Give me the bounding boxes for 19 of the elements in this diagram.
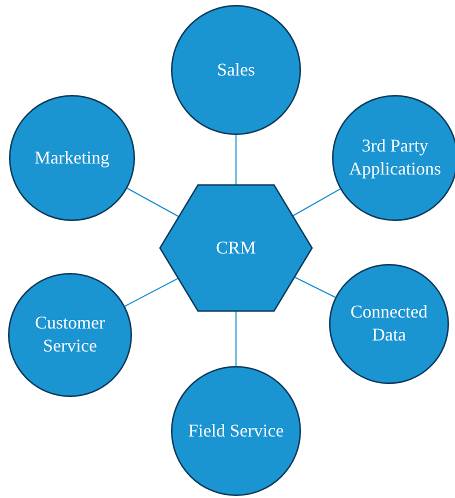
connector-line	[292, 188, 340, 216]
connector-line	[294, 276, 336, 298]
circle-node	[171, 366, 301, 496]
circle-node	[8, 273, 132, 397]
circle-node	[9, 95, 135, 221]
node-label: Customer Service	[34, 312, 106, 358]
connector-line	[124, 278, 179, 307]
node-label: 3rd Party Applications	[348, 134, 442, 181]
node-label: CRM	[214, 236, 258, 260]
connector-line	[235, 135, 237, 185]
connector-line	[126, 188, 180, 218]
node-label: Marketing	[34, 146, 110, 170]
circle-node	[171, 5, 301, 135]
hexagon-node	[160, 185, 312, 311]
node-label: Field Service	[187, 419, 285, 442]
circle-node	[329, 264, 449, 384]
connector-line	[235, 311, 237, 366]
node-label: Sales	[216, 58, 256, 82]
node-label: Connected Data	[350, 300, 428, 347]
